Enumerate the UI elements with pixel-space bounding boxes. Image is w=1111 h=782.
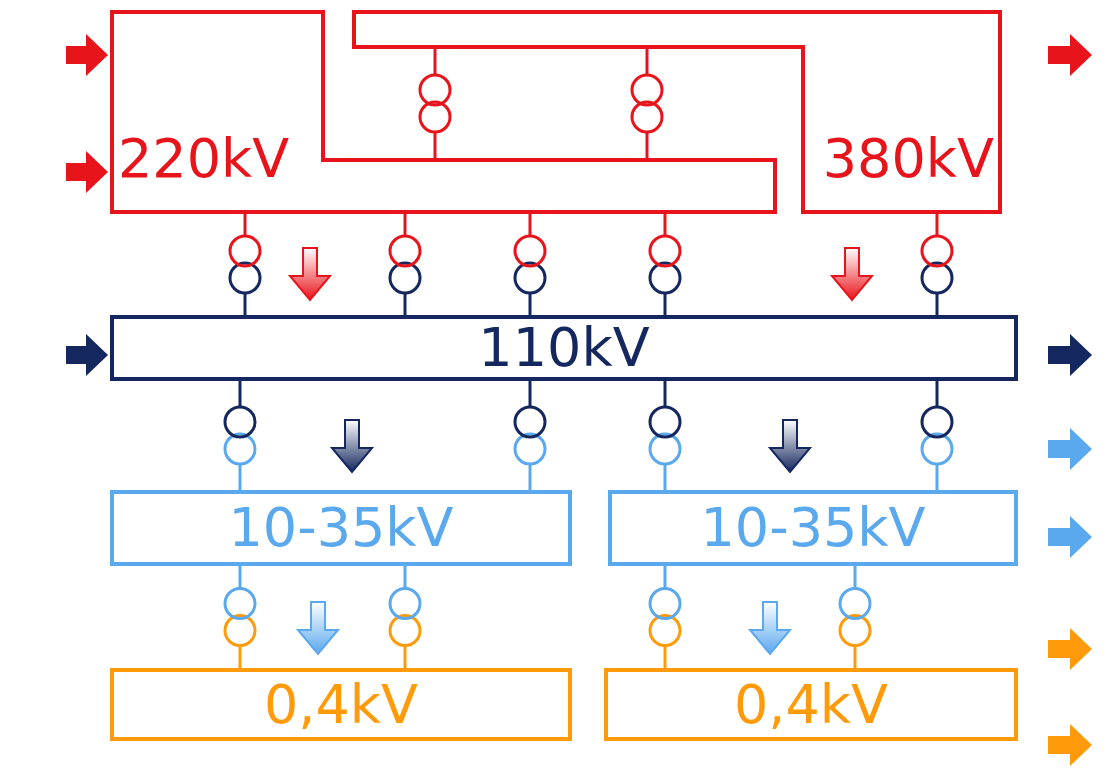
voltage-label: 0,4kV bbox=[734, 678, 888, 732]
voltage-bus-box: 110kV bbox=[110, 315, 1018, 381]
voltage-region: 220kV bbox=[110, 10, 777, 214]
voltage-bus-box: 10-35kV bbox=[608, 490, 1018, 566]
voltage-region: 380kV bbox=[352, 10, 1002, 214]
voltage-label: 220kV bbox=[118, 132, 289, 186]
transformer-connector bbox=[840, 564, 870, 670]
voltage-label: 380kV bbox=[823, 132, 994, 186]
transformer-connector bbox=[650, 564, 680, 670]
voltage-label: 110kV bbox=[478, 321, 649, 375]
voltage-label: 10-35kV bbox=[700, 501, 925, 555]
voltage-bus-box: 10-35kV bbox=[110, 490, 572, 566]
voltage-label: 0,4kV bbox=[264, 678, 418, 732]
transformer-connector bbox=[922, 212, 952, 317]
transformer-connector bbox=[225, 379, 255, 492]
transformer-connector bbox=[650, 379, 680, 492]
transformer-connector bbox=[225, 564, 255, 670]
transformer-connector bbox=[650, 212, 680, 317]
transformer-connector bbox=[420, 47, 450, 160]
transformer-connector bbox=[922, 379, 952, 492]
voltage-bus-box: 0,4kV bbox=[110, 668, 572, 741]
transformer-connector bbox=[230, 212, 260, 317]
transformer-connector bbox=[390, 564, 420, 670]
transformer-connector bbox=[515, 379, 545, 492]
side-arrow bbox=[66, 34, 1092, 766]
transformer-connector bbox=[515, 212, 545, 317]
transformer-connector bbox=[632, 47, 662, 160]
voltage-bus-box: 0,4kV bbox=[604, 668, 1018, 741]
voltage-label: 10-35kV bbox=[228, 501, 453, 555]
down-arrow bbox=[290, 248, 872, 654]
transformer-connector bbox=[390, 212, 420, 317]
